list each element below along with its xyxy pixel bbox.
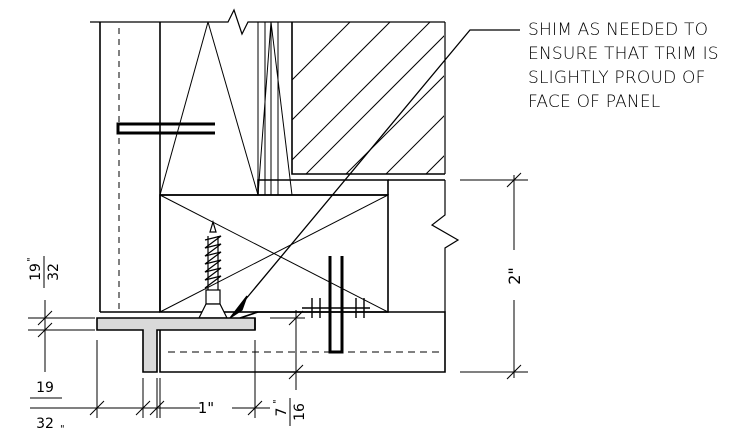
note-line-3: SLIGHTLY PROUD OF bbox=[528, 68, 706, 88]
dim-left-top-den: 32 bbox=[46, 263, 62, 281]
note-line-1: SHIM AS NEEDED TO bbox=[528, 20, 709, 40]
screw-icon bbox=[198, 219, 228, 319]
dim-bottom-left-inch: " bbox=[60, 424, 65, 435]
top-break-line bbox=[90, 8, 445, 36]
dim-left-top-label: 19 " 32 bbox=[26, 256, 62, 288]
dim-bottom-right-inch: " bbox=[272, 399, 283, 404]
dim-bottom-left-den: 32 bbox=[36, 416, 54, 432]
stud-bracing bbox=[159, 21, 293, 196]
dim-width bbox=[159, 340, 270, 418]
dim-bottom-right bbox=[262, 310, 305, 390]
dim-bottom-left-num: 19 bbox=[36, 380, 54, 396]
bottom-panel bbox=[159, 311, 446, 373]
trim-profile bbox=[96, 311, 259, 373]
note-line-4: FACE OF PANEL bbox=[528, 92, 661, 112]
left-panel-board bbox=[99, 22, 161, 313]
dim-bottom-right-label: 7 " 16 bbox=[272, 398, 308, 426]
note-line-2: ENSURE THAT TRIM IS bbox=[528, 44, 719, 64]
crossed-block bbox=[159, 194, 389, 313]
dim-height bbox=[460, 172, 528, 380]
dim-left-top-inch: " bbox=[26, 257, 37, 262]
shim-ticks bbox=[302, 298, 370, 318]
dim-width-label: 1" bbox=[198, 399, 214, 417]
dim-bottom-right-den: 16 bbox=[292, 403, 308, 421]
left-fastener bbox=[116, 122, 215, 135]
right-fastener bbox=[328, 256, 344, 354]
right-break-line bbox=[430, 180, 460, 312]
sill-lines bbox=[160, 179, 445, 196]
dim-left-top-num: 19 bbox=[28, 263, 44, 281]
dim-bottom-left-label: 19 32 " bbox=[30, 380, 65, 435]
dim-height-label: 2" bbox=[505, 267, 524, 285]
hatched-block bbox=[291, 22, 446, 175]
svg-text:2": 2" bbox=[505, 267, 524, 285]
dim-bottom-right-num: 7 bbox=[274, 408, 290, 417]
shim-note: SHIM AS NEEDED TO ENSURE THAT TRIM IS SL… bbox=[528, 18, 750, 114]
dim-left-top bbox=[28, 300, 95, 372]
